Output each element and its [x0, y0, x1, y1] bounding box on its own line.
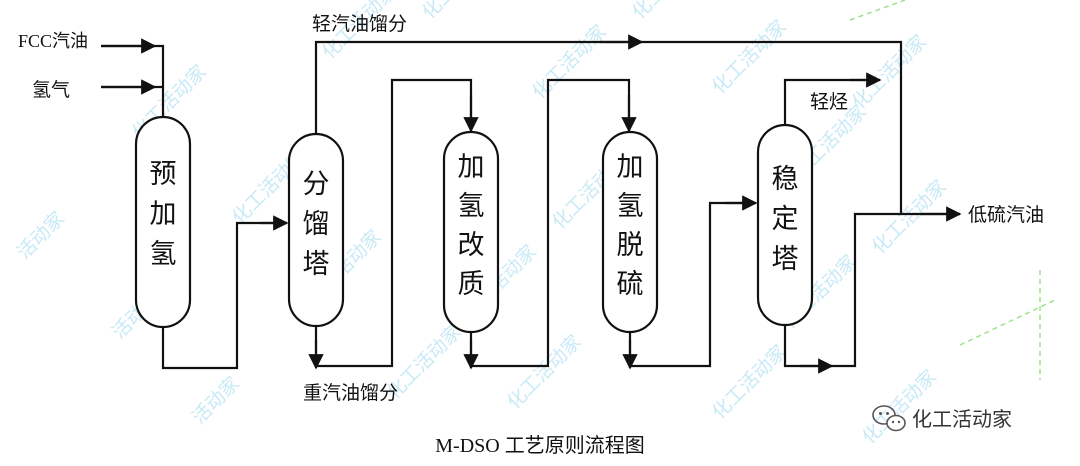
vessel-label-char: 加	[458, 152, 485, 183]
watermark: 化工活动家	[708, 341, 791, 424]
vessel-label-char: 塔	[772, 244, 799, 275]
stream-label-light-hydrocarbons: 轻烃	[810, 91, 848, 113]
feed-label-hydrogen: 氢气	[32, 79, 70, 101]
watermark: 化工活动家	[503, 331, 586, 414]
watermark: 化工活动家	[528, 21, 611, 104]
vessel-label-char: 质	[458, 269, 485, 300]
watermark: 化工活动家	[868, 176, 951, 259]
chat-bubbles-icon	[872, 405, 906, 432]
vessel-stabilizer: 稳 定 塔	[756, 123, 814, 327]
feed-lines: FCC汽油 氢气	[18, 31, 165, 117]
vessel-prehydrogenation: 预 加 氢	[134, 115, 192, 329]
vessel-label-char: 氢	[458, 191, 485, 222]
vessel-label-char: 分	[303, 169, 330, 200]
watermark: 活动家	[13, 208, 69, 264]
light-hydrocarbon-line	[783, 78, 878, 125]
vessel-label-char: 稳	[772, 164, 799, 195]
vessel-splitter: 分 馏 塔	[287, 132, 345, 328]
account-logo: 化工活动家	[872, 405, 1012, 432]
stream-label-heavy-fraction: 重汽油馏分	[303, 382, 398, 404]
stream-label-product: 低硫汽油	[968, 204, 1044, 226]
logo-text: 化工活动家	[912, 407, 1012, 431]
vessel-label-char: 氢	[617, 191, 644, 222]
stream-label-light-fraction: 轻汽油馏分	[312, 13, 407, 35]
vessel-label-char: 硫	[617, 269, 644, 300]
watermark: 活动家	[188, 373, 244, 429]
watermark: 化工活动家	[628, 0, 711, 24]
vessel-label-char: 脱	[617, 230, 644, 261]
prehydro-to-splitter-line	[161, 221, 285, 370]
watermark: 化工活动家	[708, 16, 791, 99]
vessel-label-char: 加	[150, 199, 177, 230]
watermark: 化工活动家	[418, 0, 501, 24]
vessel-hydrodesulfurization: 加 氢 脱 硫	[601, 130, 659, 334]
vessel-label-char: 氢	[150, 239, 177, 270]
vessel-label-char: 馏	[303, 209, 330, 240]
vessel-label-char: 塔	[303, 249, 330, 280]
figure-caption: M-DSO 工艺原则流程图	[435, 434, 644, 457]
vessel-label-char: 定	[772, 204, 799, 235]
vessel-hydro-upgrading: 加 氢 改 质	[442, 130, 500, 334]
vessel-label-char: 加	[617, 152, 644, 183]
feed-label-fcc-gasoline: FCC汽油	[18, 31, 88, 51]
vessel-label-char: 改	[458, 230, 485, 261]
stabilizer-to-product-line	[783, 212, 960, 368]
watermark: 化工活动家	[848, 31, 931, 114]
vessel-label-char: 预	[150, 159, 177, 190]
